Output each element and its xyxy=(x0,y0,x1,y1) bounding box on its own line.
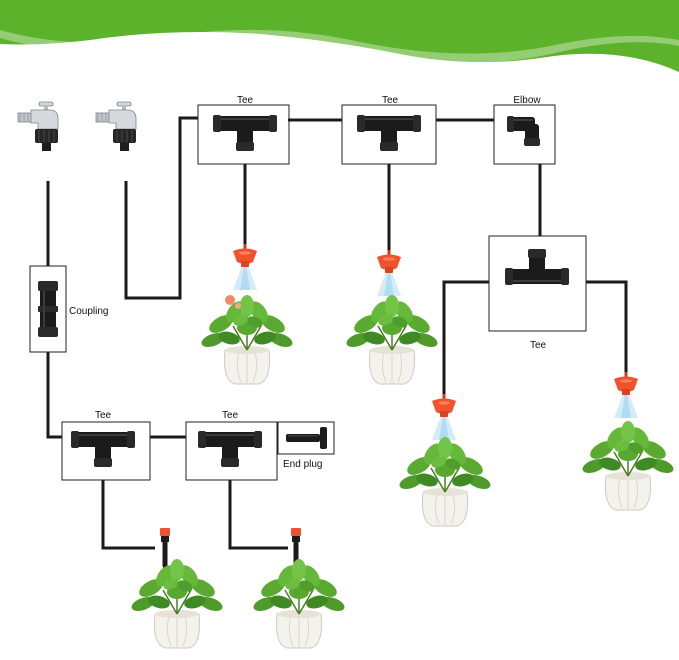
tee-bottom-middle-fitting: Tee xyxy=(185,410,278,481)
faucet-icon xyxy=(95,101,137,152)
end-plug-fitting: End plug xyxy=(277,421,335,470)
coupling-label: Coupling xyxy=(69,306,108,317)
fitting-box xyxy=(488,235,587,332)
fitting-box xyxy=(277,421,335,455)
elbow-label: Elbow xyxy=(513,95,541,106)
potted-plant-icon xyxy=(396,436,494,527)
potted-plant-icon xyxy=(250,558,348,649)
coupling-fitting: Coupling xyxy=(29,265,108,353)
fitting-box xyxy=(61,421,151,481)
tee-fitting-icon xyxy=(71,431,135,467)
end-plug-label: End plug xyxy=(283,459,322,470)
fitting-box xyxy=(197,104,290,165)
dripper-icon xyxy=(432,394,456,440)
fitting-box xyxy=(29,265,67,353)
tee-right-fitting: Tee xyxy=(488,235,587,351)
end-plug-icon xyxy=(286,427,327,449)
faucet-icon xyxy=(17,101,59,152)
tee-fitting-icon xyxy=(357,115,421,151)
tee-fitting-icon xyxy=(198,431,262,467)
banner-highlight xyxy=(0,29,679,63)
coupling-icon xyxy=(38,281,58,337)
header-banner xyxy=(0,0,679,72)
elbow-fitting-icon xyxy=(507,116,540,146)
tube-segment xyxy=(101,480,155,550)
potted-plant-icon xyxy=(128,558,226,649)
potted-plant-icon xyxy=(198,294,296,385)
tee-fitting-icon xyxy=(505,249,569,285)
fitting-box xyxy=(493,104,556,165)
tube-segment xyxy=(124,116,198,300)
tube-segment xyxy=(442,280,489,400)
tee-top-left-fitting: Tee xyxy=(197,95,290,165)
tee-fitting-icon xyxy=(213,115,277,151)
dripper-icon xyxy=(377,250,401,296)
fitting-box xyxy=(341,104,437,165)
tee-top-middle-label: Tee xyxy=(382,95,399,106)
tube-segment xyxy=(46,352,62,439)
tee-top-left-label: Tee xyxy=(237,95,254,106)
flower-accent xyxy=(235,303,241,309)
tubing xyxy=(46,116,628,550)
tube-segment xyxy=(228,480,288,550)
tube-segment xyxy=(586,280,628,378)
fitting-box xyxy=(185,421,278,481)
stake-dripper-icon xyxy=(160,528,170,572)
tee-bottom-left-fitting: Tee xyxy=(61,410,151,481)
potted-plant-icon xyxy=(343,294,441,385)
tee-right-label: Tee xyxy=(530,340,547,351)
elbow-fitting: Elbow xyxy=(493,95,556,165)
tee-top-middle-fitting: Tee xyxy=(341,95,437,165)
flower-accent xyxy=(225,295,235,305)
dripper-icon xyxy=(614,372,638,418)
dripper-icon xyxy=(233,244,257,290)
tee-bottom-middle-label: Tee xyxy=(222,410,239,421)
tee-bottom-left-label: Tee xyxy=(95,410,112,421)
potted-plant-icon xyxy=(579,420,677,511)
